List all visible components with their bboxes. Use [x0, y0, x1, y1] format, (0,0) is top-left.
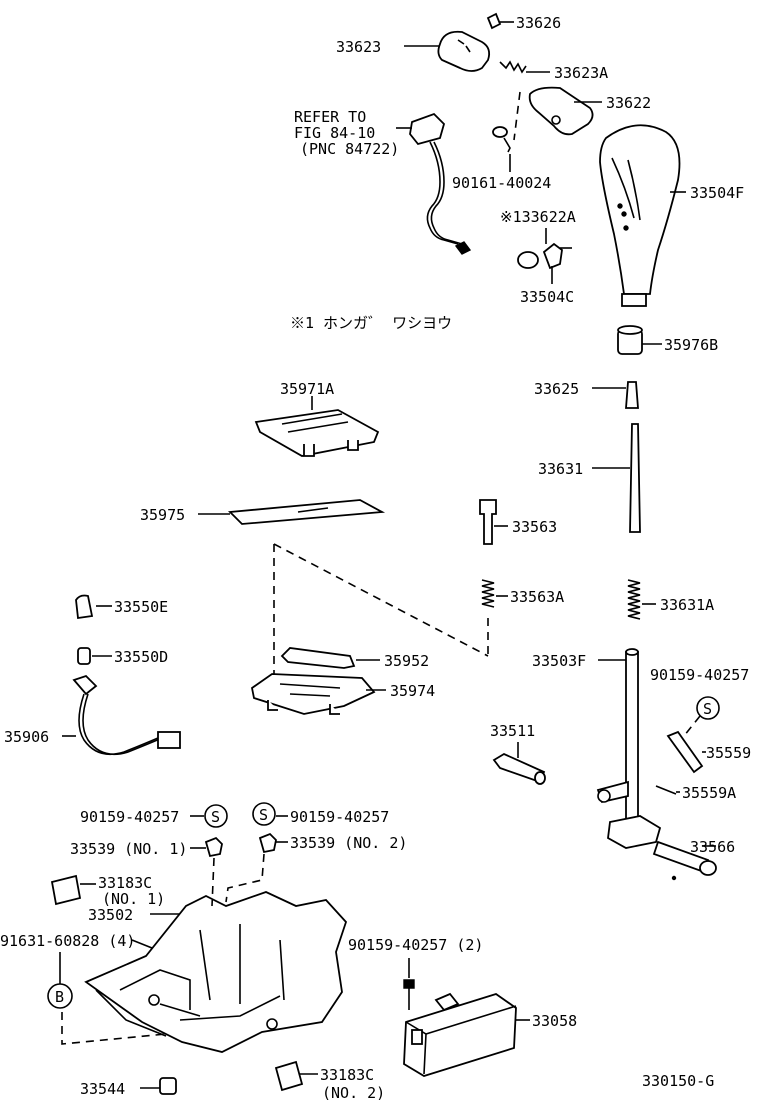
label-35974: 35974 [390, 682, 435, 700]
part-33502-drawing [84, 891, 348, 1053]
guide-nut-2 [225, 853, 265, 903]
label-90159-40257-c: 90159-40257 [290, 808, 389, 826]
svg-text:S: S [259, 806, 268, 824]
b-marker: B [47, 983, 73, 1009]
svg-text:S: S [211, 808, 220, 826]
label-33622: 33622 [606, 94, 651, 112]
label-133622A: ※133622A [500, 208, 576, 226]
s-marker-a: S [696, 696, 720, 720]
part-35559-drawing [666, 730, 706, 774]
footnote: ※1 ホンガ゛ ワシヨウ [290, 314, 452, 332]
label-33550D: 33550D [114, 648, 168, 666]
label-90161-40024: 90161-40024 [452, 174, 551, 192]
refer-note-line3: (PNC 84722) [300, 140, 399, 158]
part-90161-40024-drawing [492, 126, 511, 172]
part-33539-no1-drawing [190, 836, 223, 858]
label-33631: 33631 [538, 460, 583, 478]
part-35952-drawing [280, 647, 380, 669]
label-35971A: 35971A [280, 380, 334, 398]
svg-text:B: B [55, 988, 64, 1006]
label-91631-60828: 91631-60828 (4) [0, 932, 135, 950]
label-35952: 35952 [384, 652, 429, 670]
part-33503F-drawing [596, 648, 662, 849]
label-33502: 33502 [88, 906, 133, 924]
label-35559: 35559 [706, 744, 751, 762]
part-35975-drawing [198, 499, 386, 525]
label-33504C: 33504C [520, 288, 574, 306]
label-90159-40257-b: 90159-40257 [80, 808, 179, 826]
s-marker-c: S [252, 802, 276, 826]
part-switch-wire-drawing [396, 112, 472, 255]
label-33503F: 33503F [532, 652, 586, 670]
part-90159-bolt-drawing [403, 958, 415, 1010]
part-35971A-drawing [254, 396, 380, 457]
label-90159-40257-d: 90159-40257 (2) [348, 936, 483, 954]
label-35975: 35975 [140, 506, 185, 524]
diagram-id: 330150-G [642, 1072, 714, 1090]
label-33625: 33625 [534, 380, 579, 398]
label-33539-no1: 33539 (NO. 1) [70, 840, 187, 858]
alignment-line [273, 543, 489, 657]
part-33504C-drawing [517, 228, 572, 284]
part-33058-drawing [403, 992, 530, 1077]
label-33626: 33626 [516, 14, 561, 32]
part-33183C-no2-drawing [274, 1060, 318, 1092]
label-33563A: 33563A [510, 588, 564, 606]
label-33623: 33623 [336, 38, 381, 56]
part-33504F-drawing [599, 124, 686, 307]
label-33183C-no2-sub: (NO. 2) [322, 1084, 385, 1102]
part-33183C-no1-drawing [50, 874, 96, 906]
part-33625-drawing [592, 381, 639, 409]
label-33058: 33058 [532, 1012, 577, 1030]
label-35906: 35906 [4, 728, 49, 746]
label-35559A: 35559A [682, 784, 736, 802]
s-leader-a [683, 715, 701, 737]
label-33631A: 33631A [660, 596, 714, 614]
part-35976B-drawing [617, 325, 662, 355]
label-90159-40257-a: 90159-40257 [650, 666, 749, 684]
dot-marker [671, 875, 677, 881]
part-33550E-drawing [75, 594, 112, 620]
part-33563A-drawing [481, 579, 508, 656]
part-35906-drawing [62, 674, 181, 756]
part-33539-no2-drawing [258, 832, 288, 854]
label-33504F: 33504F [690, 184, 744, 202]
label-33550E: 33550E [114, 598, 168, 616]
label-33511: 33511 [490, 722, 535, 740]
part-35559A-drawing [655, 785, 680, 795]
label-33539-no2: 33539 (NO. 2) [290, 834, 407, 852]
label-33183C-no1: 33183C [98, 874, 152, 892]
label-35976B: 35976B [664, 336, 718, 354]
guide-b-marker [61, 1012, 167, 1045]
label-33183C-no1-sub: (NO. 1) [102, 890, 165, 908]
part-33626-drawing [486, 12, 514, 30]
part-33631A-drawing [627, 579, 656, 620]
refer-note-line2: FIG 84-10 [294, 124, 375, 142]
part-33511-drawing [492, 742, 546, 785]
label-33544: 33544 [80, 1080, 125, 1098]
part-33566-drawing [652, 840, 717, 876]
label-33563: 33563 [512, 518, 557, 536]
part-33623A-drawing [499, 60, 550, 141]
s-marker-b: S [204, 804, 228, 828]
part-33550D-drawing [77, 647, 112, 665]
part-33623-drawing [404, 30, 491, 72]
part-33563-drawing [479, 499, 508, 545]
part-35974-drawing [251, 673, 386, 715]
part-33631-drawing [592, 423, 641, 533]
part-33544-drawing [140, 1077, 177, 1095]
part-33622-drawing [528, 86, 602, 136]
svg-text:S: S [703, 700, 712, 718]
refer-note-line1: REFER TO [294, 108, 366, 126]
label-33566: 33566 [690, 838, 735, 856]
label-33183C-no2: 33183C [320, 1066, 374, 1084]
label-33623A: 33623A [554, 64, 608, 82]
